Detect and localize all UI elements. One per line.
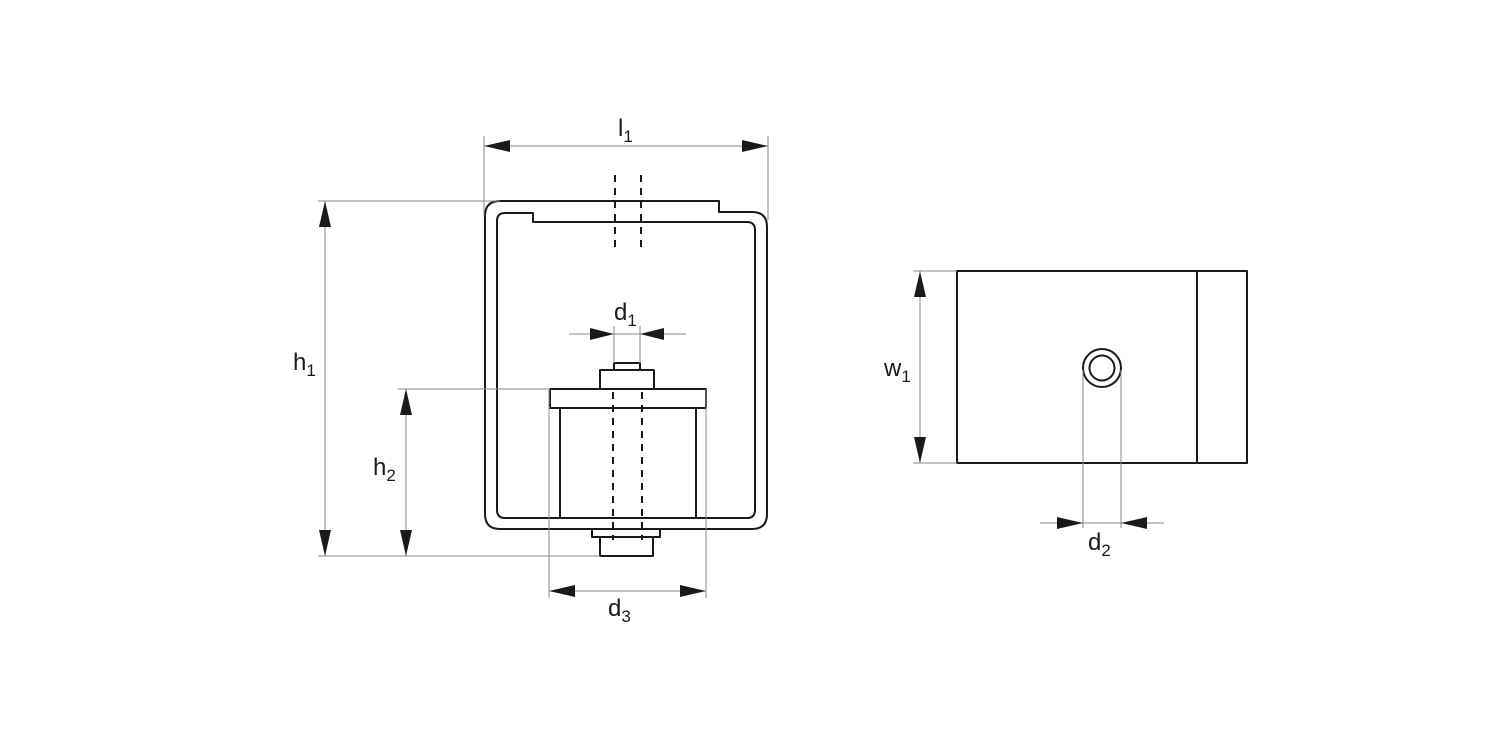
d1-label: d1 bbox=[614, 299, 637, 330]
d1-arrow-right-icon bbox=[640, 328, 664, 340]
d3-arrow-right-icon bbox=[680, 585, 706, 597]
frame-outer-contour bbox=[484, 200, 768, 530]
bolt-inner-circle bbox=[1088, 354, 1116, 382]
dimension-w1: w1 bbox=[883, 270, 957, 464]
d3-arrow-left-icon bbox=[549, 585, 575, 597]
h1-arrow-bottom-icon bbox=[319, 530, 331, 556]
h2-arrow-bottom-icon bbox=[400, 530, 412, 556]
dimension-l1: l1 bbox=[483, 115, 769, 220]
d3-label: d3 bbox=[608, 595, 631, 626]
top-nut bbox=[599, 369, 655, 390]
dimension-d1: d1 bbox=[569, 299, 686, 363]
bottom-nut bbox=[599, 536, 654, 557]
dimension-h2: h2 bbox=[373, 388, 550, 556]
dimension-d3: d3 bbox=[548, 389, 707, 626]
h2-arrow-top-icon bbox=[400, 389, 412, 415]
d2-arrow-right-icon bbox=[1121, 517, 1147, 529]
h1-arrow-top-icon bbox=[319, 201, 331, 227]
bolt-tip bbox=[613, 362, 641, 371]
frame-inner-contour bbox=[496, 212, 756, 519]
bolt-outer-circle bbox=[1082, 348, 1122, 388]
w1-arrow-bottom-icon bbox=[914, 437, 926, 463]
rubber-body bbox=[559, 407, 697, 519]
bottom-washer bbox=[591, 528, 661, 538]
dimension-d2: d2 bbox=[1040, 370, 1164, 560]
w1-label: w1 bbox=[883, 355, 911, 386]
l1-label: l1 bbox=[618, 115, 633, 146]
h1-label: h1 bbox=[293, 349, 316, 380]
mount-plate bbox=[549, 388, 707, 409]
w1-arrow-top-icon bbox=[914, 271, 926, 297]
top-view-outline bbox=[956, 270, 1248, 464]
d2-arrow-left-icon bbox=[1057, 517, 1083, 529]
top-view: w1 d2 bbox=[883, 270, 1248, 560]
h2-label: h2 bbox=[373, 454, 396, 485]
d2-label: d2 bbox=[1088, 529, 1111, 560]
l1-arrow-left-icon bbox=[484, 140, 510, 152]
l1-arrow-right-icon bbox=[742, 140, 768, 152]
d1-arrow-left-icon bbox=[590, 328, 614, 340]
dimension-h1: h1 bbox=[293, 200, 600, 557]
front-view: l1 h1 h2 bbox=[293, 115, 769, 626]
